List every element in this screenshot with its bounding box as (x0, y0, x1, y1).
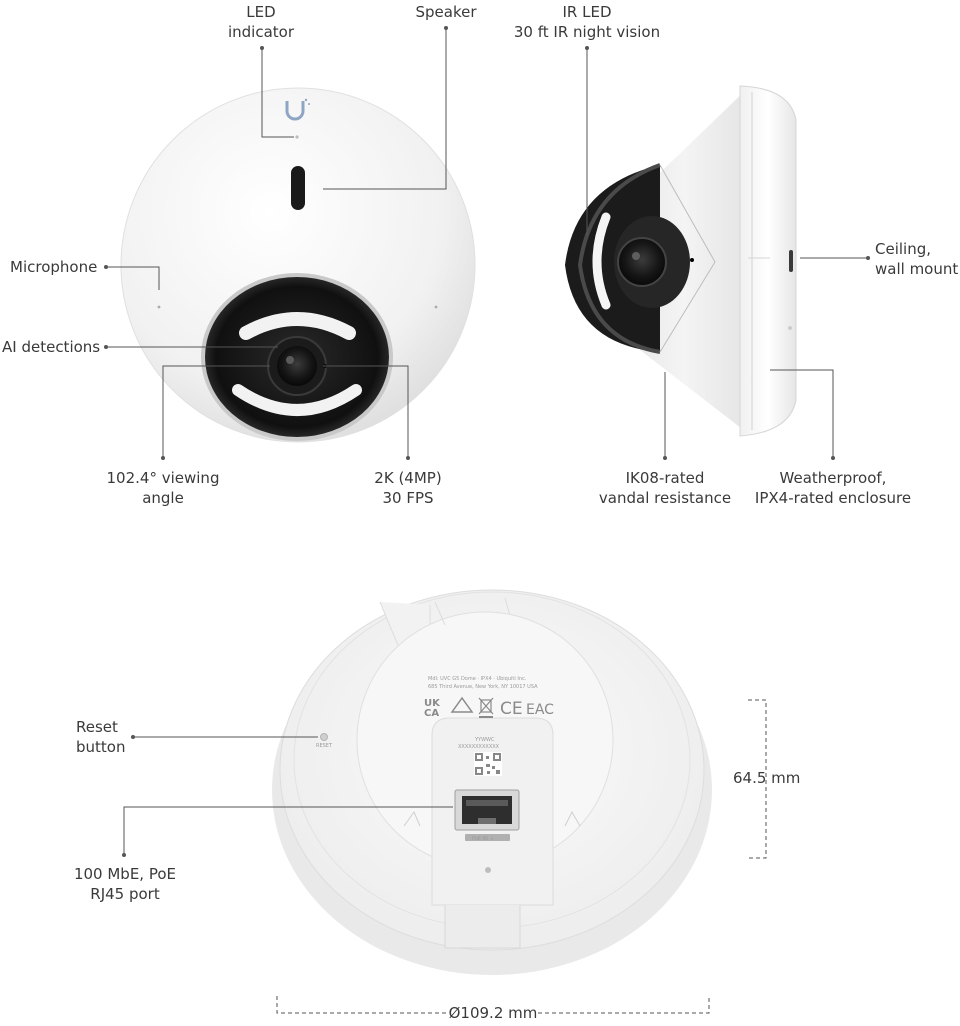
side-slot (789, 250, 793, 272)
poe-port-label: PoE IN ⏚ (472, 835, 494, 842)
ir-led-line1: IR LED (562, 3, 612, 21)
ai-detections-label: AI detections (2, 338, 101, 356)
eac-mark: EAC (526, 702, 554, 718)
speaker-grille (291, 166, 305, 210)
serial-number: XXXXXXXXXXXX (458, 744, 500, 750)
leader-lines (104, 26, 870, 857)
rj45-port-label: 100 MbE, PoE RJ45 port (60, 864, 190, 904)
led-indicator-line1: LED (246, 3, 276, 21)
ir-led-line2: 30 ft IR night vision (513, 23, 661, 41)
resolution-line2: 30 FPS (382, 489, 434, 507)
reset-button (320, 733, 328, 741)
reset-line2: button (76, 738, 126, 756)
vandal-resistance-label: IK08-rated vandal resistance (595, 468, 735, 508)
viewing-angle-line1: 102.4° viewing (106, 469, 220, 487)
rj45-port (454, 789, 520, 831)
reset-marking: RESET (316, 743, 333, 749)
ir-led-label: IR LED 30 ft IR night vision (508, 2, 666, 42)
rj45-line2: RJ45 port (90, 885, 160, 903)
weatherproof-label: Weatherproof, IPX4-rated enclosure (748, 468, 918, 508)
side-view (565, 85, 797, 437)
led-indicator-line2: indicator (227, 23, 295, 41)
rj45-line1: 100 MbE, PoE (73, 865, 177, 883)
microphone-label: Microphone (10, 258, 98, 276)
model-marking-line2: 685 Third Avenue, New York, NY 10017 USA (428, 684, 538, 690)
led-indicator-label: LED indicator (220, 2, 302, 42)
qr-code-icon (474, 752, 502, 776)
reset-button-label: Reset button (76, 717, 125, 757)
model-marking-line1: Mdl: UVC G5 Dome · IPX4 · Ubiquiti Inc. (428, 676, 527, 682)
led-indicator-icon (295, 135, 299, 139)
viewing-angle-line2: angle (142, 489, 184, 507)
weatherproof-line1: Weatherproof, (779, 469, 887, 487)
weatherproof-line2: IPX4-rated enclosure (754, 489, 912, 507)
side-mount-plate (739, 85, 797, 437)
date-code: YYWWC (474, 737, 495, 743)
ukca-mark-bottom: CA (424, 708, 439, 719)
ceiling-mount-label: Ceiling, wall mount (875, 239, 958, 279)
speaker-label: Speaker (415, 3, 477, 21)
height-dimension-label: 64.5 mm (733, 769, 801, 787)
resolution-line1: 2K (4MP) (374, 469, 442, 487)
ceiling-mount-line2: wall mount (875, 260, 959, 278)
recycle-mark-icon (450, 696, 474, 713)
ceiling-mount-line1: Ceiling, (875, 240, 932, 258)
camera-lens-assembly (201, 273, 393, 441)
ubiquiti-logo-icon (285, 98, 310, 121)
reset-line1: Reset (76, 718, 118, 736)
dimension-lines (276, 699, 767, 1014)
ce-mark: CE (500, 699, 523, 719)
viewing-angle-label: 102.4° viewing angle (93, 468, 233, 508)
ukca-mark-top: UK (424, 698, 441, 709)
resolution-label: 2K (4MP) 30 FPS (358, 468, 458, 508)
microphone-hole-right (434, 305, 438, 309)
microphone-hole (157, 305, 161, 309)
diameter-dimension-label: Ø109.2 mm (448, 1004, 538, 1022)
bottom-view (272, 589, 712, 975)
vandal-line2: vandal resistance (598, 489, 732, 507)
vandal-line1: IK08-rated (625, 469, 705, 487)
front-view (120, 87, 476, 443)
side-lens-dome (565, 163, 716, 354)
weee-bin-icon (478, 697, 494, 718)
